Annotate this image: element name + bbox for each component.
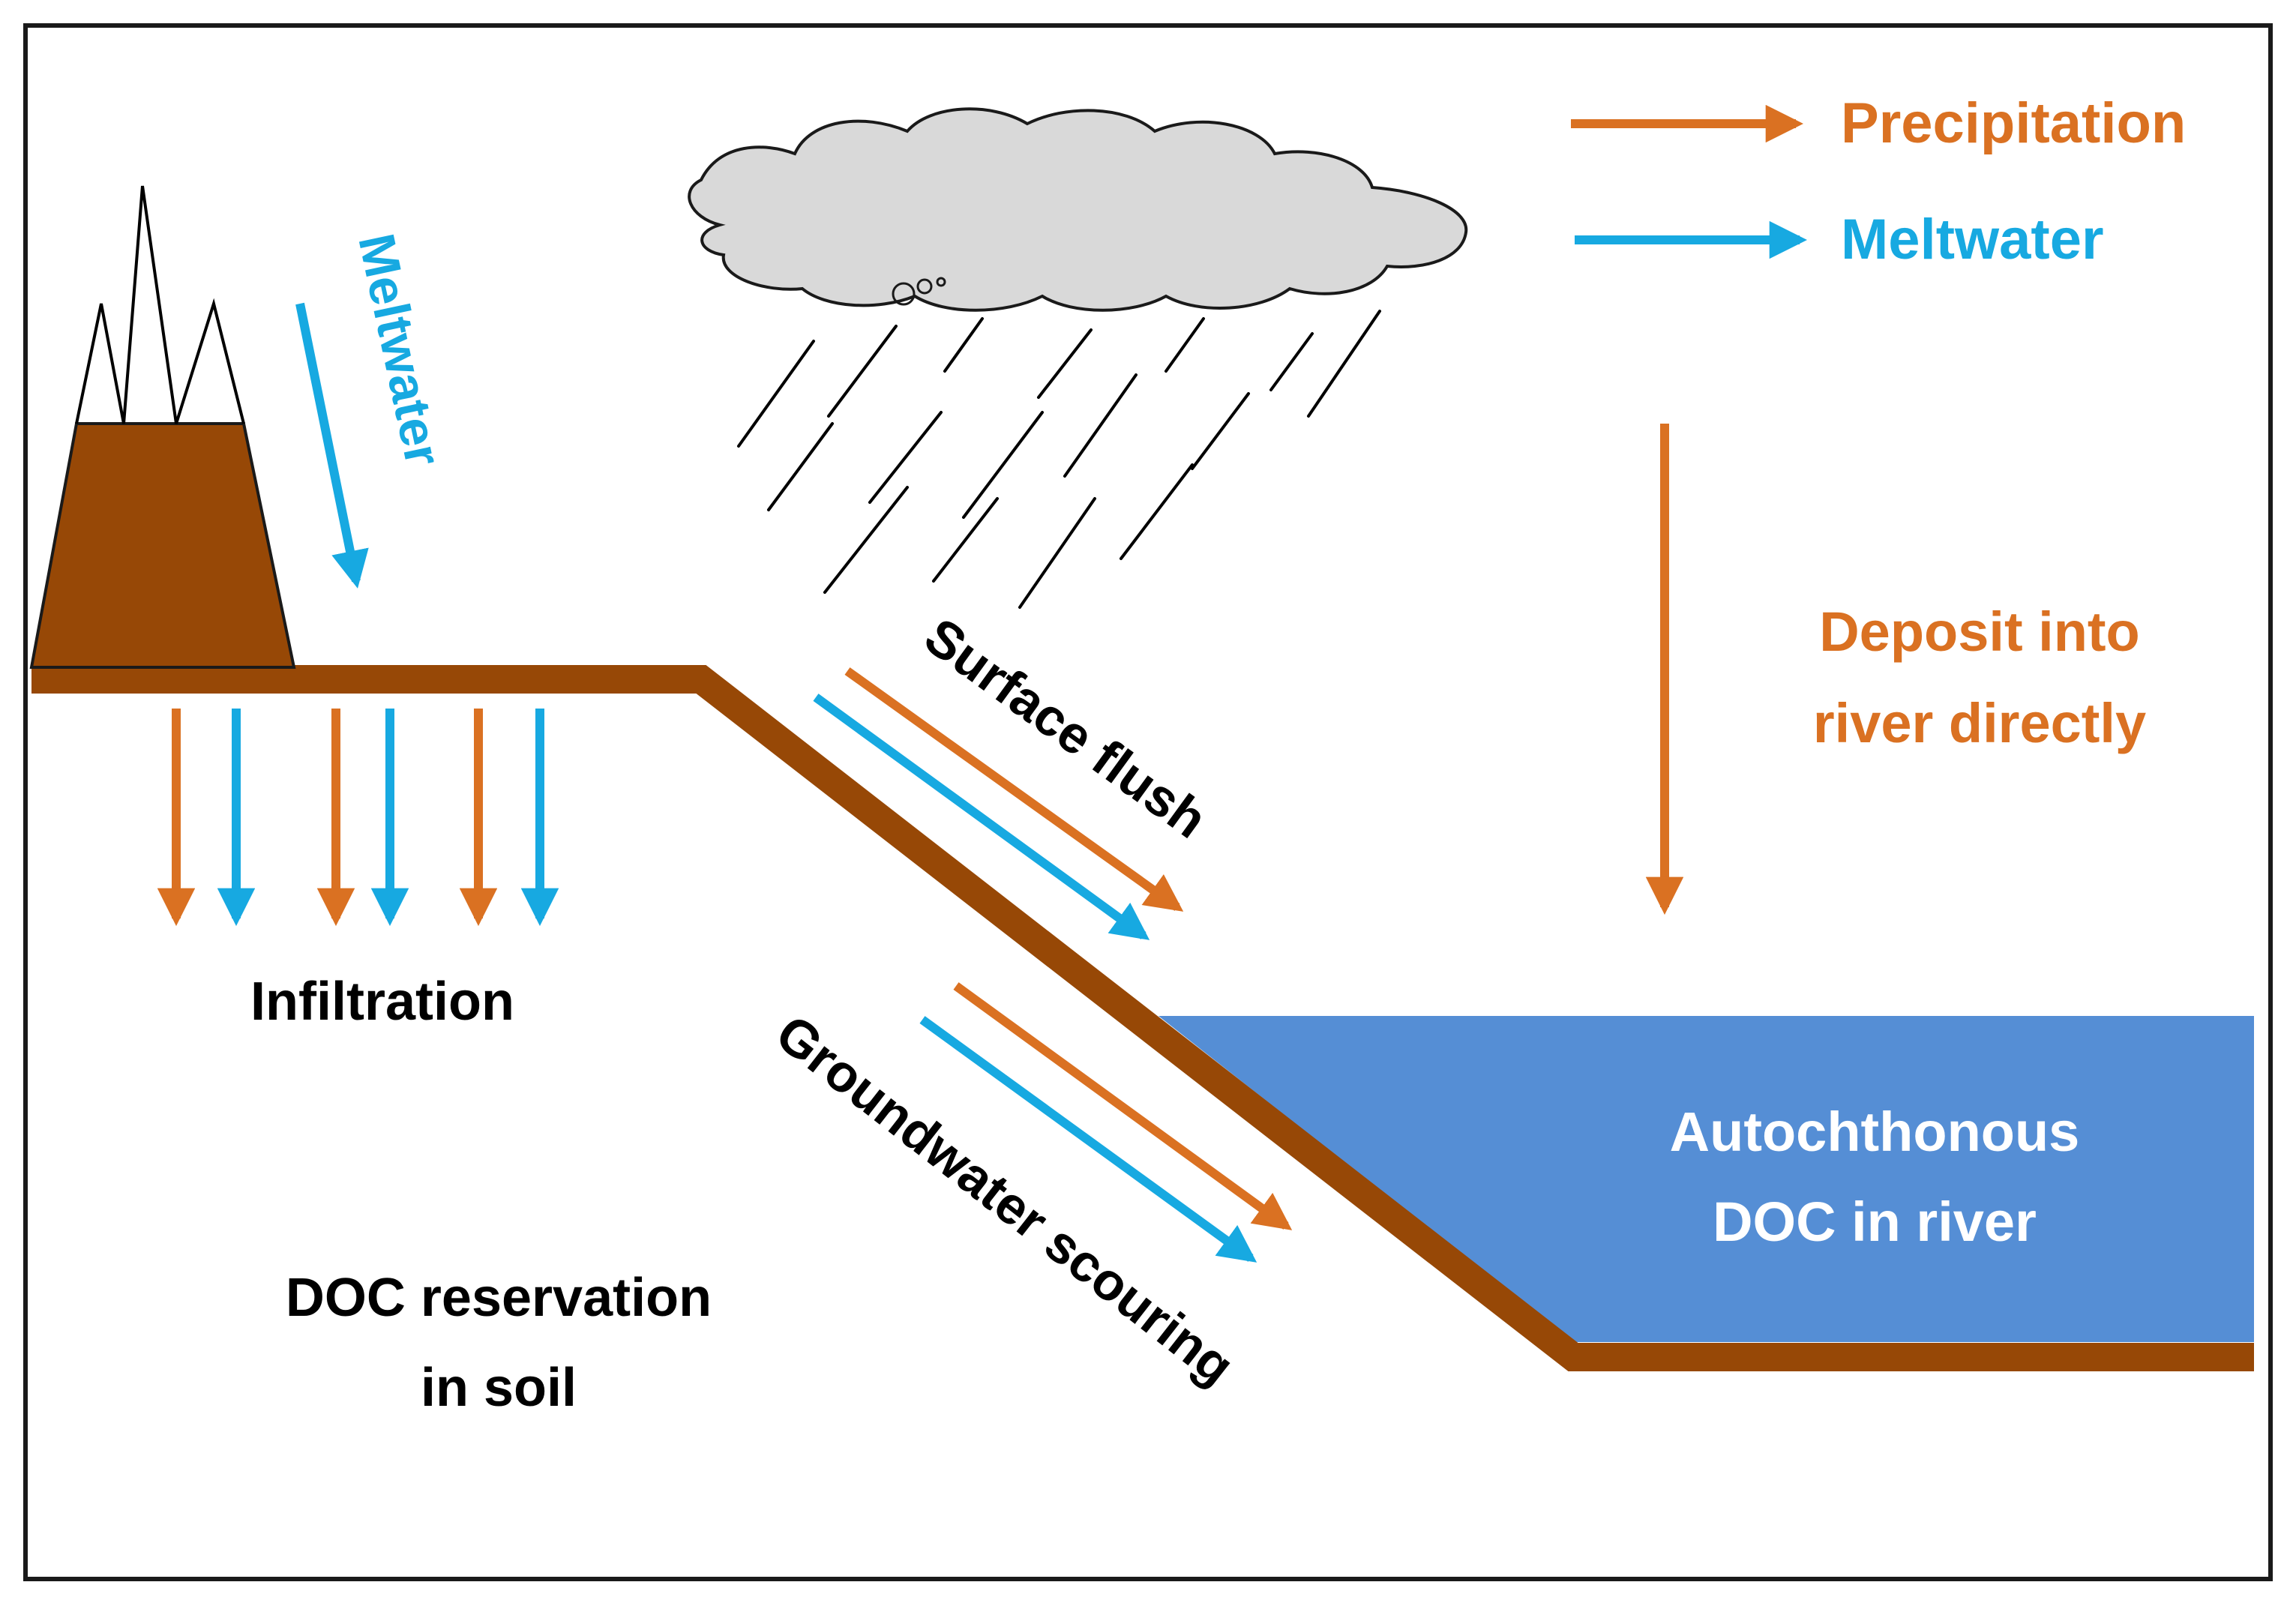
surface-flush-precipitation-arrow (844, 667, 1184, 912)
doc-soil-label-line2: in soil (421, 1358, 577, 1418)
infiltration-arrows (157, 709, 559, 927)
groundwater-meltwater-arrow (919, 1016, 1257, 1263)
legend-meltwater-label: Meltwater (1841, 208, 2104, 271)
groundwater-precipitation-arrow (953, 982, 1293, 1230)
legend-precipitation-label: Precipitation (1841, 91, 2186, 155)
river-water (1158, 1016, 2254, 1342)
surface-flush-meltwater-arrow (813, 694, 1150, 940)
infiltration-label: Infiltration (250, 972, 514, 1032)
doc-soil-label-line1: DOC reservation (286, 1268, 712, 1328)
ground-surface (31, 665, 2254, 1371)
deposit-label-line2: river directly (1813, 692, 2146, 754)
mountain-peaks (75, 185, 245, 424)
deposit-label-line1: Deposit into (1819, 601, 2140, 663)
river-doc-label-line1: Autochthonous (1670, 1101, 2080, 1163)
river-doc-label-line2: DOC in river (1713, 1191, 2037, 1253)
rain-streaks (737, 310, 1381, 609)
cloud-bubbles (892, 277, 946, 306)
meltwater-slope-arrow (295, 302, 369, 589)
mountain (29, 185, 296, 669)
